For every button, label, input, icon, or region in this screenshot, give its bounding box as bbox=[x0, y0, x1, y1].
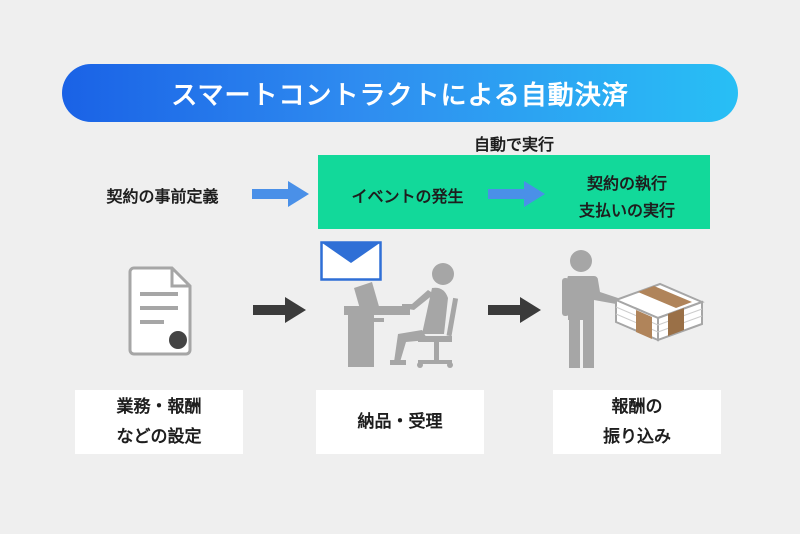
auto-execute-label: 自動で実行 bbox=[473, 135, 554, 154]
card-contract-setup-line2: などの設定 bbox=[116, 427, 202, 447]
blue-arrow-icon bbox=[252, 181, 309, 207]
dark-arrow-icon bbox=[253, 297, 306, 323]
card-contract-setup-line1: 業務・報酬 bbox=[116, 397, 202, 417]
document-icon bbox=[128, 266, 192, 356]
card-contract-setup: 業務・報酬 などの設定 bbox=[75, 390, 243, 454]
dark-arrow-icon bbox=[488, 297, 541, 323]
card-delivery: 納品・受理 bbox=[316, 390, 484, 454]
person-icon bbox=[562, 250, 618, 368]
card-payment: 報酬の 振り込み bbox=[553, 390, 721, 454]
step-execute-line2: 支払いの実行 bbox=[578, 201, 675, 220]
email-icon bbox=[320, 241, 382, 281]
title-text: スマートコントラクトによる自動決済 bbox=[171, 80, 629, 111]
step-execute-line1: 契約の執行 bbox=[586, 174, 667, 193]
title-banner: スマートコントラクトによる自動決済 bbox=[62, 64, 738, 122]
step-event-label: イベントの発生 bbox=[351, 187, 464, 206]
card-payment-line2: 振り込み bbox=[603, 427, 671, 447]
card-payment-line1: 報酬の bbox=[611, 397, 663, 417]
blue-arrow-icon bbox=[488, 181, 545, 207]
person-at-desk-icon bbox=[344, 263, 459, 368]
money-bundle-icon bbox=[613, 282, 705, 342]
step-predefine-label: 契約の事前定義 bbox=[106, 187, 219, 206]
step-execute-label: 契約の執行 支払いの実行 bbox=[552, 170, 702, 224]
card-delivery-line1: 納品・受理 bbox=[357, 412, 443, 432]
